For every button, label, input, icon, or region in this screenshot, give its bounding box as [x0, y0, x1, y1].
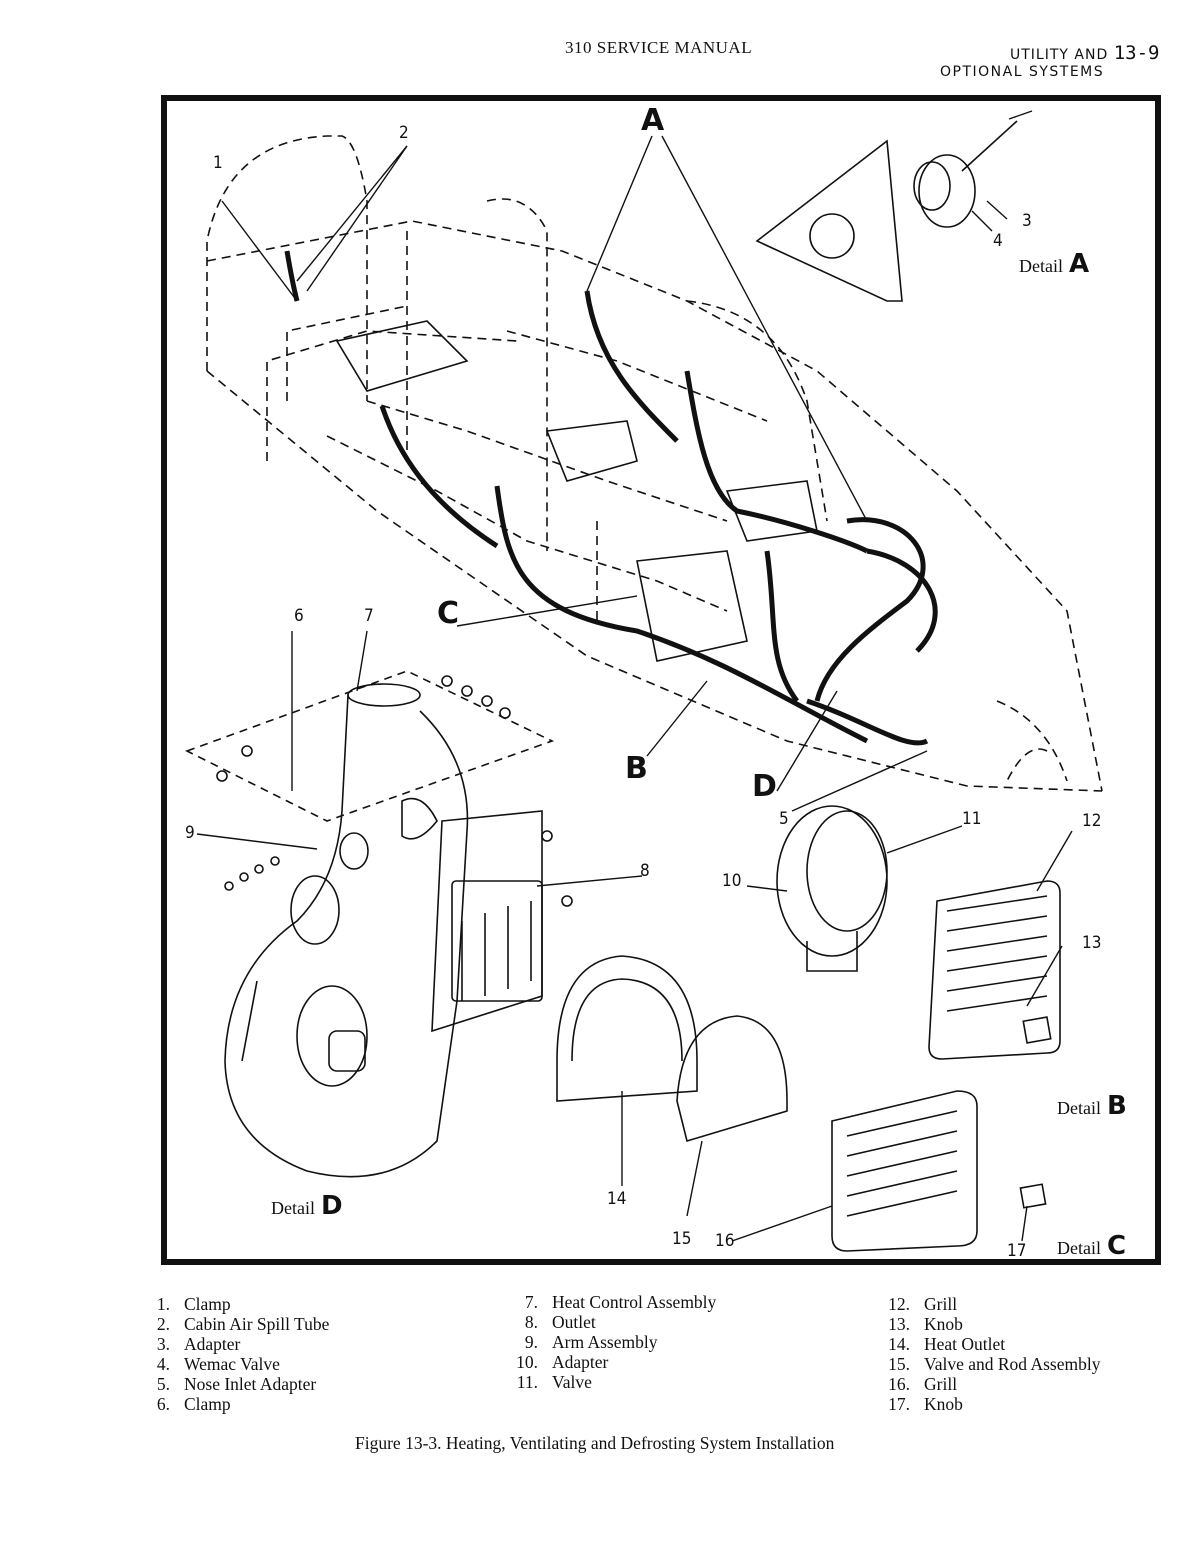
callout-8: 8	[640, 861, 650, 881]
detail-pointer-d: D	[752, 769, 777, 804]
legend-item: 14.Heat Outlet	[888, 1334, 1006, 1354]
callout-2: 2	[399, 123, 409, 143]
cabin-structure	[335, 320, 818, 662]
duct-hoses	[284, 250, 938, 746]
fuselage-outline	[206, 135, 1103, 792]
legend-item: 6.Clamp	[156, 1394, 231, 1414]
legend-item: 17.Knob	[888, 1394, 963, 1414]
legend-item: 7.Heat Control Assembly	[524, 1292, 717, 1312]
heat-control-assembly-drawing	[184, 670, 573, 1178]
callout-7: 7	[364, 606, 374, 626]
legend-item: 13.Knob	[888, 1314, 963, 1334]
detail-a-drawing	[755, 120, 1018, 302]
manual-title: 310 SERVICE MANUAL	[565, 38, 753, 57]
callout-12: 12	[1082, 811, 1102, 831]
callout-11: 11	[962, 809, 982, 829]
callout-15: 15	[672, 1229, 692, 1249]
detail-pointer-a: A	[641, 103, 665, 138]
detail-pointer-b: B	[625, 751, 648, 786]
leader-lines	[196, 110, 1073, 1242]
installation-illustration	[184, 110, 1103, 1252]
legend-item: 16.Grill	[888, 1374, 958, 1394]
legend-column-1: 1.Clamp 2.Cabin Air Spill Tube 3.Adapter…	[140, 1294, 330, 1414]
callout-6: 6	[294, 606, 304, 626]
legend-item: 4.Wemac Valve	[156, 1354, 280, 1374]
legend-item: 8.Outlet	[524, 1312, 596, 1332]
legend-column-3: 12.Grill 13.Knob 14.Heat Outlet 15.Valve…	[880, 1294, 1100, 1414]
detail-b-drawing	[776, 805, 1061, 1060]
legend-item: 5.Nose Inlet Adapter	[156, 1374, 317, 1394]
callout-3: 3	[1022, 211, 1032, 231]
legend-column-2: 7.Heat Control Assembly 8.Outlet 9.Arm A…	[508, 1292, 716, 1392]
page-number: 13-9	[1113, 42, 1160, 64]
callout-16: 16	[715, 1231, 735, 1251]
legend-item: 11.Valve	[516, 1372, 592, 1392]
callout-17: 17	[1007, 1241, 1027, 1261]
detail-pointer-c: C	[437, 596, 460, 631]
section-title-line1: UTILITY AND 13-9	[1010, 42, 1159, 64]
callout-5: 5	[779, 809, 789, 829]
callout-10: 10	[722, 871, 742, 891]
legend-item: 12.Grill	[888, 1294, 958, 1314]
legend-item: 1.Clamp	[156, 1294, 231, 1314]
legend-item: 10.Adapter	[516, 1352, 609, 1372]
legend-item: 2.Cabin Air Spill Tube	[156, 1314, 330, 1334]
callout-9: 9	[185, 823, 195, 843]
callout-14: 14	[607, 1189, 627, 1209]
callout-13: 13	[1082, 933, 1102, 953]
legend-item: 9.Arm Assembly	[524, 1332, 658, 1352]
figure-frame: 1 2 3 4 5 6 7 8 9 10 11 12 13 14 15 16 1…	[161, 95, 1161, 1265]
figure-caption: Figure 13-3. Heating, Ventilating and De…	[355, 1433, 835, 1453]
section-title-line2: OPTIONAL SYSTEMS	[940, 64, 1105, 80]
callout-4: 4	[993, 231, 1003, 251]
section-name: UTILITY AND	[1010, 47, 1109, 63]
callout-1: 1	[213, 153, 223, 173]
legend-item: 15.Valve and Rod Assembly	[888, 1354, 1101, 1374]
detail-c-drawing	[556, 955, 1047, 1252]
legend-item: 3.Adapter	[156, 1334, 241, 1354]
